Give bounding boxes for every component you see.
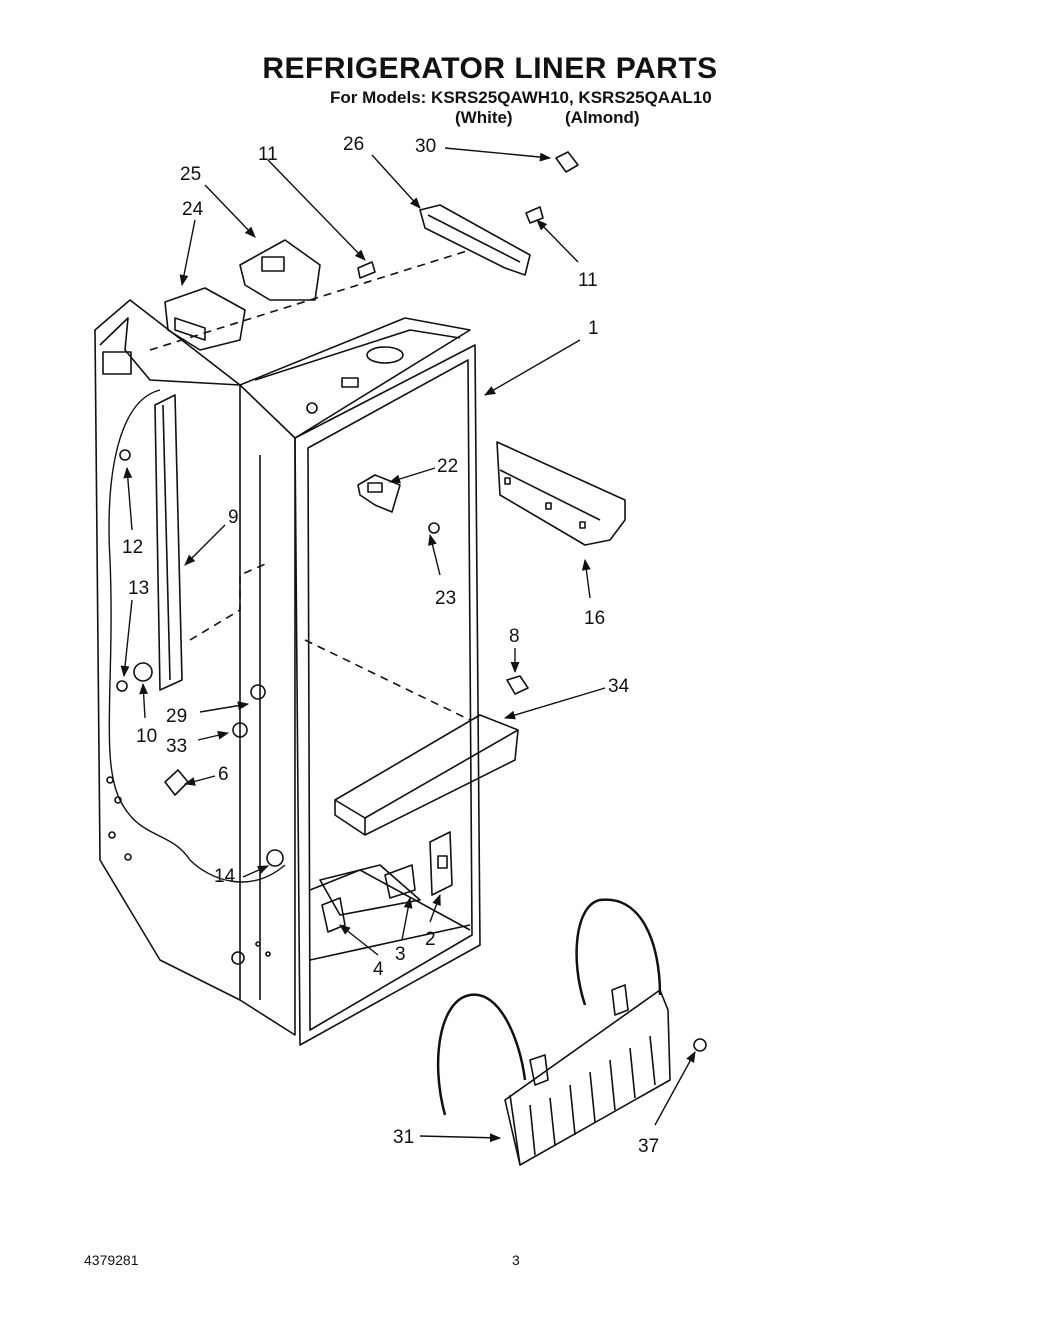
heater-assembly-part <box>436 898 707 1166</box>
callout-11-right: 11 <box>578 270 598 291</box>
models-line: For Models: KSRS25QAWH10, KSRS25QAAL10 <box>330 88 712 107</box>
callout-14: 14 <box>214 866 236 887</box>
callout-2: 2 <box>425 929 436 950</box>
angled-bracket-part <box>496 441 626 546</box>
callout-10: 10 <box>136 726 157 747</box>
callout-25: 25 <box>180 164 201 185</box>
small-fittings-part <box>116 449 284 867</box>
callout-24: 24 <box>182 199 204 220</box>
callout-29: 29 <box>166 706 187 727</box>
clip-part <box>555 151 579 173</box>
callout-26: 26 <box>343 134 364 155</box>
callout-22: 22 <box>437 456 458 477</box>
callout-6: 6 <box>218 764 229 785</box>
document-number: 4379281 <box>84 1252 139 1268</box>
callout-12: 12 <box>122 537 143 558</box>
callout-30: 30 <box>415 136 436 157</box>
callout-11-top: 11 <box>258 144 278 165</box>
fastener-part <box>506 675 529 695</box>
callout-16: 16 <box>584 608 605 629</box>
control-housing-part <box>164 239 321 351</box>
callout-34: 34 <box>608 676 630 697</box>
top-channel-part <box>419 204 531 276</box>
screw-part <box>357 206 544 279</box>
bracket-part <box>357 474 440 534</box>
page-number: 3 <box>512 1252 520 1268</box>
vertical-rail-part <box>154 394 183 691</box>
callout-13: 13 <box>128 578 149 599</box>
crossbar-part <box>334 714 519 836</box>
callout-9: 9 <box>228 507 239 528</box>
callout-33: 33 <box>166 736 187 757</box>
callout-3: 3 <box>395 944 406 965</box>
variant-almond: (Almond) <box>565 108 640 127</box>
callout-8: 8 <box>509 626 520 647</box>
page-title: REFRIGERATOR LINER PARTS <box>262 52 718 85</box>
liner-body-part <box>94 249 481 1046</box>
callout-23: 23 <box>435 588 456 609</box>
variant-white: (White) <box>455 108 513 127</box>
callout-37: 37 <box>638 1136 659 1157</box>
callout-31: 31 <box>393 1127 414 1148</box>
callout-1: 1 <box>588 318 599 339</box>
callout-4: 4 <box>373 959 384 980</box>
